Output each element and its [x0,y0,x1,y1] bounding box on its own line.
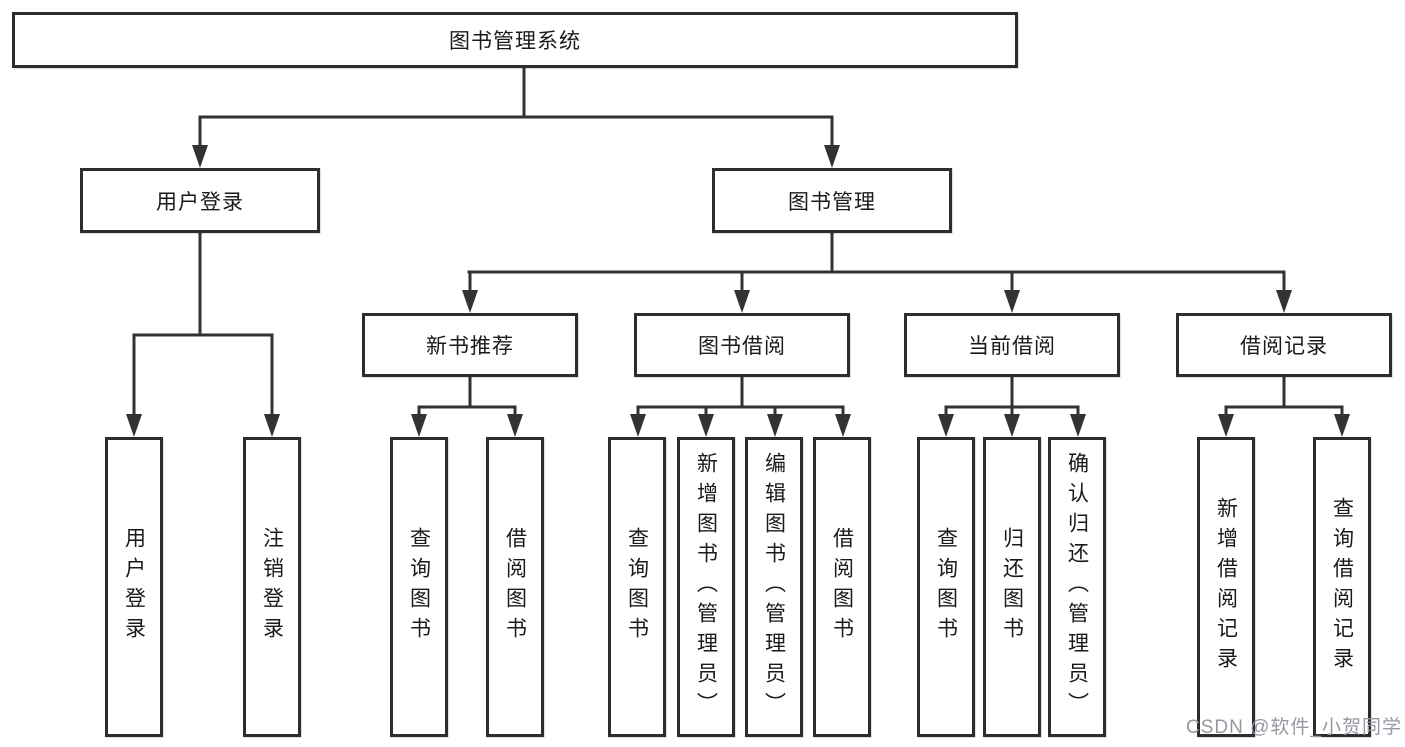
leaf-edit-book-admin: 编辑图书（管理员） [745,437,803,737]
leaf-label: 查询图书 [934,527,958,647]
leaf-label: 新增借阅记录 [1214,497,1238,677]
leaf-query-books-3: 查询图书 [917,437,975,737]
node-book-management: 图书管理 [712,168,952,233]
leaf-label: 归还图书 [1000,527,1024,647]
csdn-watermark: CSDN @软件_小贺同学 [1186,717,1402,738]
node-label: 新书推荐 [426,335,514,358]
leaf-label: 注销登录 [260,527,284,647]
leaf-label: 查询借阅记录 [1330,497,1354,677]
leaf-label: 编辑图书（管理员） [762,452,786,722]
node-book-borrowing: 图书借阅 [634,313,850,377]
node-label: 图书管理 [788,190,876,214]
leaf-label: 新增图书（管理员） [694,452,718,722]
node-label: 图书借阅 [698,335,786,358]
leaf-return-book: 归还图书 [983,437,1041,737]
node-new-book-recommendation: 新书推荐 [362,313,578,377]
leaf-label: 查询图书 [407,527,431,647]
leaf-add-borrow-record: 新增借阅记录 [1197,437,1255,737]
node-current-borrowing: 当前借阅 [904,313,1120,377]
node-user-login: 用户登录 [80,168,320,233]
leaf-borrow-books-2: 借阅图书 [813,437,871,737]
leaf-add-book-admin: 新增图书（管理员） [677,437,735,737]
leaf-label: 确认归还（管理员） [1065,452,1089,722]
leaf-label: 借阅图书 [830,527,854,647]
node-label: 借阅记录 [1240,335,1328,358]
leaf-query-borrow-record: 查询借阅记录 [1313,437,1371,737]
leaf-query-books-2: 查询图书 [608,437,666,737]
leaf-user-login: 用户登录 [105,437,163,737]
leaf-borrow-books-1: 借阅图书 [486,437,544,737]
arrowhead-icons [126,145,1350,437]
connector-arrow-stems [132,115,1344,416]
node-label: 当前借阅 [968,335,1056,358]
leaf-label: 用户登录 [122,527,146,647]
node-label: 图书管理系统 [449,30,581,53]
leaf-query-books-1: 查询图书 [390,437,448,737]
node-label: 用户登录 [156,190,244,214]
leaf-label: 查询图书 [625,527,649,647]
leaf-logout: 注销登录 [243,437,301,737]
connector-trunks [132,66,1344,409]
node-borrowing-records: 借阅记录 [1176,313,1392,377]
node-library-system: 图书管理系统 [12,12,1018,68]
leaf-label: 借阅图书 [503,527,527,647]
leaf-confirm-return-admin: 确认归还（管理员） [1048,437,1106,737]
